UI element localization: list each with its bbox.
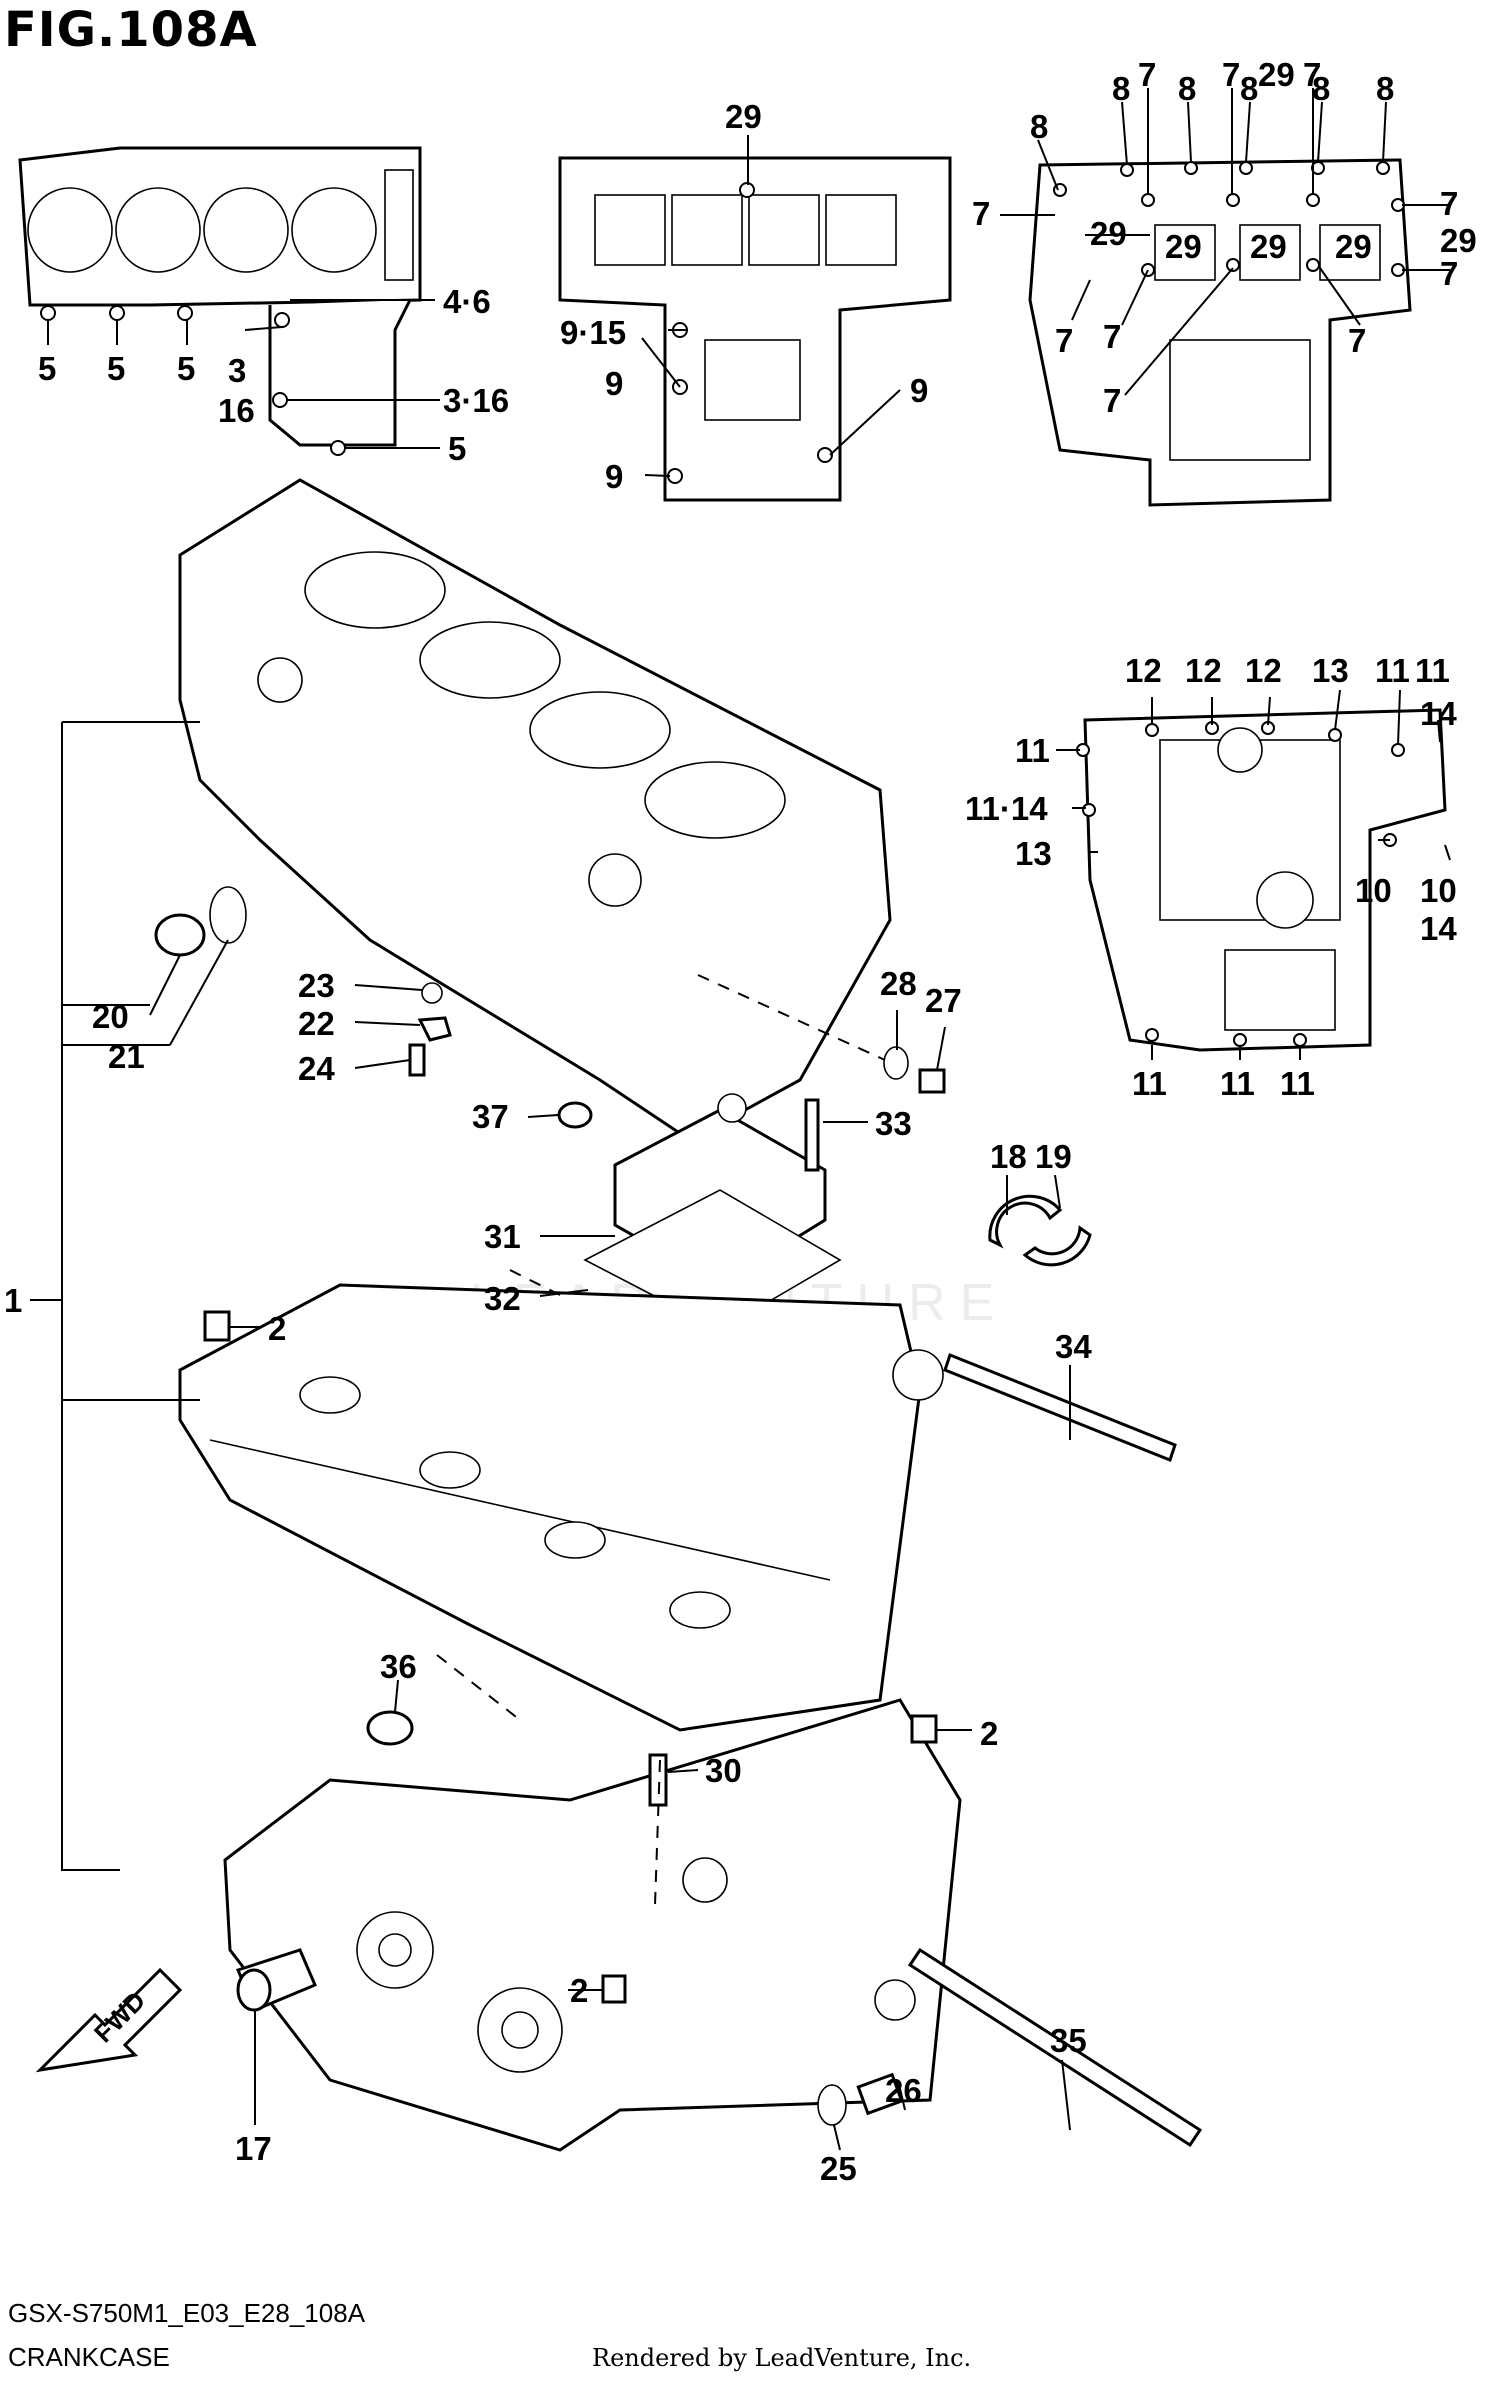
callout-9-b: 9 bbox=[910, 372, 928, 409]
callout-20: 20 bbox=[92, 998, 129, 1035]
callout-30: 30 bbox=[705, 1752, 742, 1789]
callout-11-b: 11 bbox=[1415, 652, 1450, 689]
callout-5-d: 5 bbox=[448, 430, 466, 467]
callout-7-j: 7 bbox=[1348, 322, 1366, 359]
callout-labels: 1 2 2 2 3 16 3·16 4·6 5 5 5 5 29 9·15 9 … bbox=[4, 56, 1477, 2187]
callout-11-14: 11·14 bbox=[965, 790, 1048, 827]
callout-7-f: 7 bbox=[1440, 255, 1458, 292]
figure-title: FIG.108A bbox=[4, 2, 258, 58]
callout-11-f: 11 bbox=[1280, 1065, 1315, 1102]
callout-24: 24 bbox=[298, 1050, 335, 1087]
callout-8-b: 8 bbox=[1112, 70, 1130, 107]
callout-11-d: 11 bbox=[1132, 1065, 1167, 1102]
callout-10-b: 10 bbox=[1420, 872, 1457, 909]
callout-29-m3: 29 bbox=[1335, 228, 1372, 265]
callout-7-h: 7 bbox=[1103, 318, 1121, 355]
callout-13-a: 13 bbox=[1312, 652, 1349, 689]
callout-27: 27 bbox=[925, 982, 962, 1019]
callout-29-m2: 29 bbox=[1250, 228, 1287, 265]
callout-29-center: 29 bbox=[725, 98, 762, 135]
upper-case-bottom-view bbox=[1028, 158, 1412, 507]
callout-7-i: 7 bbox=[1103, 382, 1121, 419]
callout-8-c: 8 bbox=[1178, 70, 1196, 107]
rendered-by-credit: Rendered by LeadVenture, Inc. bbox=[592, 2344, 972, 2372]
callout-7-d: 7 bbox=[972, 195, 990, 232]
callout-7-e: 7 bbox=[1440, 185, 1458, 222]
callout-3: 3 bbox=[228, 352, 246, 389]
middle-crankcase bbox=[178, 1283, 944, 1732]
callout-33: 33 bbox=[875, 1105, 912, 1142]
callout-34: 34 bbox=[1055, 1328, 1092, 1365]
callout-2-top: 2 bbox=[268, 1310, 286, 1347]
callout-5-b: 5 bbox=[107, 350, 125, 387]
callout-23: 23 bbox=[298, 967, 335, 1004]
fwd-direction-badge: FWD bbox=[35, 1967, 183, 2073]
callout-8-a: 8 bbox=[1030, 108, 1048, 145]
callout-29-top: 29 bbox=[1258, 56, 1295, 93]
callout-11-a: 11 bbox=[1375, 652, 1410, 689]
breather-cover bbox=[583, 1093, 842, 1331]
callout-2-right: 2 bbox=[980, 1715, 998, 1752]
callout-10-a: 10 bbox=[1355, 872, 1392, 909]
callout-13-b: 13 bbox=[1015, 835, 1052, 872]
callout-5-a: 5 bbox=[38, 350, 56, 387]
leader-lines bbox=[30, 88, 1451, 2151]
callout-37: 37 bbox=[472, 1098, 509, 1135]
callout-7-g: 7 bbox=[1055, 322, 1073, 359]
callout-7-c: 7 bbox=[1303, 56, 1321, 93]
callout-19: 19 bbox=[1035, 1138, 1072, 1175]
callout-11-c: 11 bbox=[1015, 732, 1050, 769]
callout-7-b: 7 bbox=[1222, 56, 1240, 93]
callout-9-a: 9 bbox=[605, 365, 623, 402]
callout-26: 26 bbox=[885, 2072, 922, 2109]
callout-4-6: 4·6 bbox=[443, 283, 491, 320]
lower-crankcase bbox=[223, 1698, 962, 2152]
callout-21: 21 bbox=[108, 1038, 145, 1075]
callout-28: 28 bbox=[880, 965, 917, 1002]
cylinder-top-view bbox=[18, 146, 422, 456]
callout-12-c: 12 bbox=[1245, 652, 1282, 689]
callout-12-b: 12 bbox=[1185, 652, 1222, 689]
callout-1: 1 bbox=[4, 1282, 22, 1319]
diagram-caption: CRANKCASE bbox=[8, 2342, 170, 2372]
callout-14-b: 14 bbox=[1420, 910, 1457, 947]
callout-8-e: 8 bbox=[1312, 70, 1330, 107]
callout-11-e: 11 bbox=[1220, 1065, 1255, 1102]
callout-16: 16 bbox=[218, 392, 255, 429]
small-parts bbox=[154, 886, 1203, 2148]
callout-29-right: 29 bbox=[1440, 222, 1477, 259]
callout-31: 31 bbox=[484, 1218, 521, 1255]
callout-18: 18 bbox=[990, 1138, 1027, 1175]
callout-14-a: 14 bbox=[1420, 695, 1457, 732]
callout-17: 17 bbox=[235, 2130, 272, 2167]
upper-case-top-view bbox=[558, 156, 952, 502]
diagram-code: GSX-S750M1_E03_E28_108A bbox=[8, 2298, 366, 2328]
callout-8-d: 8 bbox=[1240, 70, 1258, 107]
callout-5-c: 5 bbox=[177, 350, 195, 387]
callout-2-lower: 2 bbox=[570, 1972, 588, 2009]
upper-crankcase bbox=[178, 478, 892, 1142]
callout-8-f: 8 bbox=[1376, 70, 1394, 107]
callout-12-a: 12 bbox=[1125, 652, 1162, 689]
callout-35: 35 bbox=[1050, 2022, 1087, 2059]
callout-32: 32 bbox=[484, 1280, 521, 1317]
callout-7-a: 7 bbox=[1138, 56, 1156, 93]
callout-3-16: 3·16 bbox=[443, 382, 509, 419]
callout-36: 36 bbox=[380, 1648, 417, 1685]
lower-case-bottom-view bbox=[1076, 708, 1447, 1052]
callout-25: 25 bbox=[820, 2150, 857, 2187]
callout-22: 22 bbox=[298, 1005, 335, 1042]
callout-9-c: 9 bbox=[605, 458, 623, 495]
callout-29-left: 29 bbox=[1090, 215, 1127, 252]
callout-9-15: 9·15 bbox=[560, 314, 626, 351]
callout-29-m1: 29 bbox=[1165, 228, 1202, 265]
